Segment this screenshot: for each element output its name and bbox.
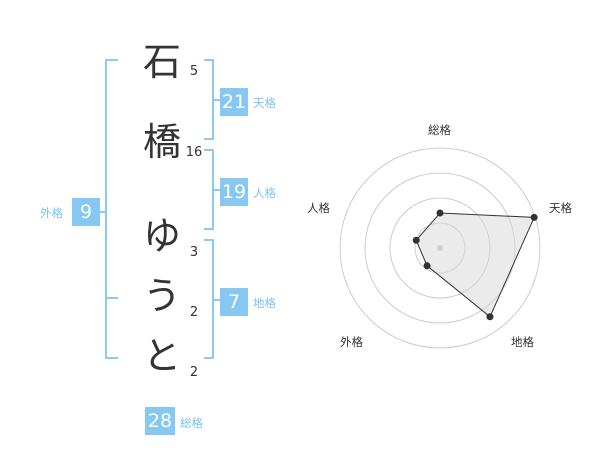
stroke-count-1: 5 xyxy=(189,64,199,79)
radar-point-2 xyxy=(530,213,538,221)
chikaku-badge: 7 xyxy=(220,288,248,316)
gaikaku-bracket xyxy=(105,59,118,359)
jinkaku-bracket xyxy=(204,149,214,230)
soukaku-label: 総格 xyxy=(180,416,203,430)
stroke-count-4: 2 xyxy=(189,305,199,320)
stroke-count-2: 16 xyxy=(185,145,203,160)
jinkaku-badge: 19 xyxy=(220,178,248,206)
chikaku-label: 地格 xyxy=(253,296,276,310)
radar-point-5 xyxy=(412,236,420,244)
radar-axis-label-chikaku: 地格 xyxy=(511,335,534,349)
radar-series-area xyxy=(415,212,535,318)
stroke-count-5: 2 xyxy=(189,365,199,380)
jinkaku-label: 人格 xyxy=(253,186,276,200)
tenkaku-label: 天格 xyxy=(253,96,276,110)
name-char-3: ゆ xyxy=(142,214,181,258)
radar-axis-label-soukaku: 総格 xyxy=(428,123,451,137)
gaikaku-badge: 9 xyxy=(72,198,100,226)
radar-axis-label-tenkaku: 天格 xyxy=(549,201,572,215)
name-char-2: 橋 xyxy=(142,120,181,164)
radar-point-3 xyxy=(486,313,494,321)
radar-point-1 xyxy=(436,209,444,217)
radar-center-dot xyxy=(437,245,443,251)
radar-chart xyxy=(339,147,541,349)
name-char-1: 石 xyxy=(142,40,181,84)
soukaku-badge: 28 xyxy=(145,407,175,435)
stroke-count-3: 3 xyxy=(189,245,199,260)
gaikaku-label: 外格 xyxy=(40,206,63,220)
bracket-lines xyxy=(100,59,220,359)
radar-ring-4 xyxy=(339,147,541,349)
radar-axis-label-jinkaku: 人格 xyxy=(307,201,330,215)
radar-axis-label-gaikaku: 外格 xyxy=(340,335,363,349)
name-char-5: と xyxy=(142,334,181,378)
name-char-4: う xyxy=(142,274,181,318)
radar-point-4 xyxy=(423,262,431,270)
tenkaku-badge: 21 xyxy=(220,88,248,116)
